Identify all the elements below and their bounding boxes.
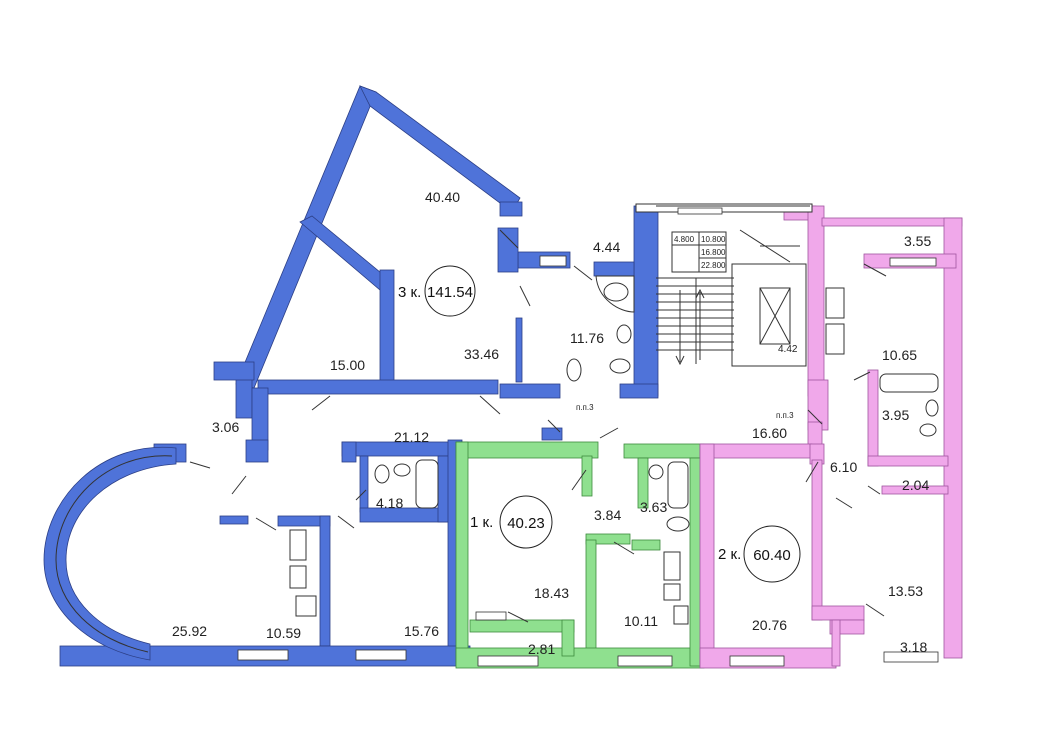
room-area: 33.46: [464, 346, 499, 362]
room-area: 2.04: [902, 477, 929, 493]
room-area: 15.00: [330, 357, 365, 373]
room-area: 3.18: [900, 639, 927, 655]
kitchen-stove-10-65: [825, 287, 845, 319]
apartment-2-walls: [699, 205, 963, 669]
shaft-label-right: п.п.3: [776, 411, 794, 420]
room-area: 3.63: [640, 499, 667, 515]
room-area: 10.65: [882, 347, 917, 363]
room-area: 6.10: [830, 459, 857, 475]
room-area: 11.76: [570, 330, 604, 346]
bath-4-18: [415, 459, 439, 509]
bath-3-95: [879, 373, 939, 393]
apartment-area: 60.40: [753, 547, 791, 564]
room-area: 4.44: [593, 239, 620, 255]
apartment-area-circle: [499, 495, 553, 549]
toilet: [566, 358, 582, 382]
room-area: 25.92: [172, 623, 207, 639]
apartment-label-3: 3 к. 141.54: [398, 265, 476, 317]
shaft-mark: 4.42: [778, 344, 798, 355]
room-area: 3.84: [594, 507, 621, 523]
room-area: 3.95: [882, 407, 909, 423]
sink: [616, 324, 632, 344]
level-cell-2-1: 22.800: [701, 261, 726, 270]
shaft-label-left: п.п.3: [576, 403, 594, 412]
level-table: 4.800 10.800 16.800 22.800: [671, 231, 727, 273]
room-area: 16.60: [752, 425, 787, 441]
level-cell-0-1: 10.800: [701, 235, 726, 244]
room-area: 20.76: [752, 617, 787, 633]
level-cell-0-0: 4.800: [674, 235, 695, 244]
fixtures: [55, 275, 939, 653]
windows: [237, 207, 939, 667]
room-area: 10.11: [624, 613, 658, 629]
room-area: 21.12: [394, 429, 429, 445]
apartment-area: 40.23: [507, 515, 545, 532]
room-area: 18.43: [534, 585, 569, 601]
room-area: 3.55: [904, 233, 931, 249]
room-area: 2.81: [528, 641, 555, 657]
apartment-type: 3 к.: [398, 284, 421, 301]
room-labels: 40.40 4.44 11.76 33.46 15.00 3.06 21.12 …: [172, 189, 931, 657]
apartment-area-circle: [743, 525, 801, 583]
room-area: 15.76: [404, 623, 439, 639]
apartment-label-2: 2 к. 60.40: [718, 525, 801, 583]
kitchen-stove-10-59: [289, 529, 307, 561]
apartment-3-walls: [43, 85, 659, 667]
level-cell-1-1: 16.800: [701, 248, 726, 257]
room-area: 10.59: [266, 625, 301, 641]
kitchen-stove-10-11: [663, 551, 681, 581]
room-area: 13.53: [888, 583, 923, 599]
stair-core: 4.800 10.800 16.800 22.800 4.42: [635, 203, 813, 367]
apartment-area: 141.54: [427, 284, 473, 301]
apartment-type: 2 к.: [718, 546, 741, 563]
door-lines: [189, 229, 887, 623]
stair-steps: [656, 277, 734, 364]
apartment-area-circle: [424, 265, 476, 317]
apartment-label-1: 1 к. 40.23: [470, 495, 553, 549]
bath-3-63: [667, 461, 689, 509]
apartment-type: 1 к.: [470, 514, 493, 531]
room-area: 40.40: [425, 189, 460, 205]
room-area: 3.06: [212, 419, 239, 435]
room-area: 4.18: [376, 495, 403, 511]
